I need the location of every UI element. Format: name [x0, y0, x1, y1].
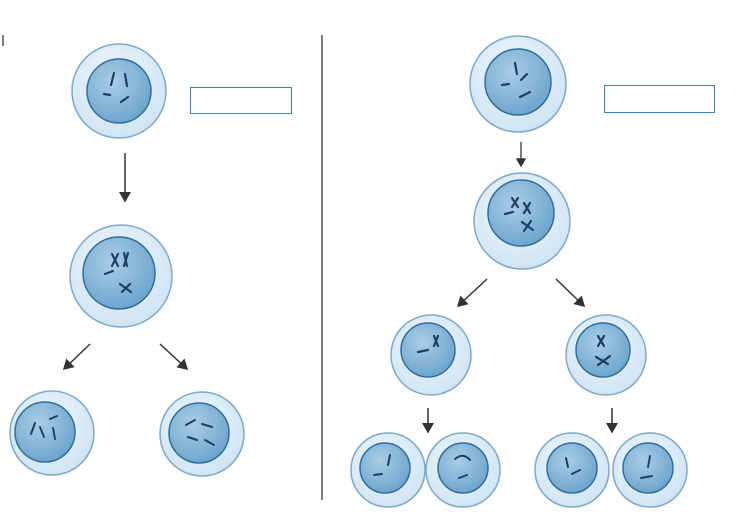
left-replicated-cell [70, 225, 172, 327]
right-arrow-2b [556, 279, 584, 306]
right-parent-cell [470, 36, 566, 132]
left-label-box[interactable] [190, 87, 292, 114]
right-final-cell-3 [535, 433, 609, 507]
left-daughter-cell-2 [160, 392, 244, 476]
right-first-division-cell-2 [566, 315, 646, 395]
right-final-cell-1 [351, 433, 425, 507]
right-final-cell-4 [613, 433, 687, 507]
left-parent-cell [72, 44, 166, 138]
left-daughter-cell-1 [10, 391, 94, 475]
left-arrow-2a [64, 344, 90, 369]
left-label-text [191, 88, 291, 98]
right-replicated-cell [474, 173, 570, 269]
right-arrow-2a [458, 279, 487, 306]
left-arrow-2b [160, 344, 187, 369]
right-label-text [605, 86, 714, 96]
right-final-cell-2 [426, 433, 500, 507]
right-first-division-cell-1 [391, 315, 471, 395]
right-label-box[interactable] [604, 85, 715, 113]
